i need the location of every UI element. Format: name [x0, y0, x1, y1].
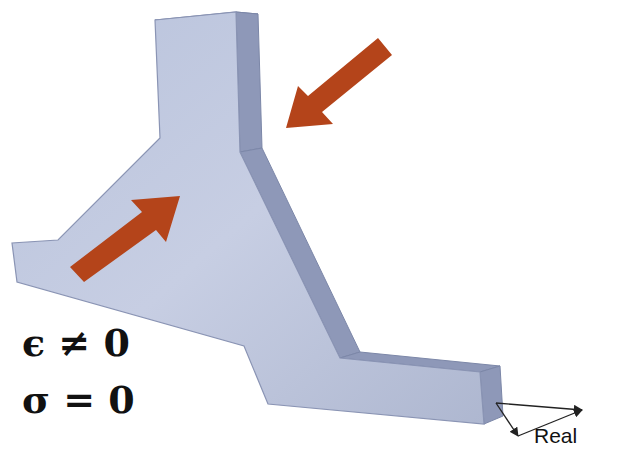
force-arrow	[286, 38, 392, 128]
annotation-label: Real	[534, 425, 577, 446]
dimension-arrow	[496, 403, 582, 410]
force-arrow	[70, 196, 180, 282]
dimension-arrow	[496, 403, 518, 436]
stress-label: σ = 0	[22, 381, 135, 419]
plate-face	[12, 12, 484, 424]
strain-label: ϵ ≠ 0	[22, 324, 130, 362]
